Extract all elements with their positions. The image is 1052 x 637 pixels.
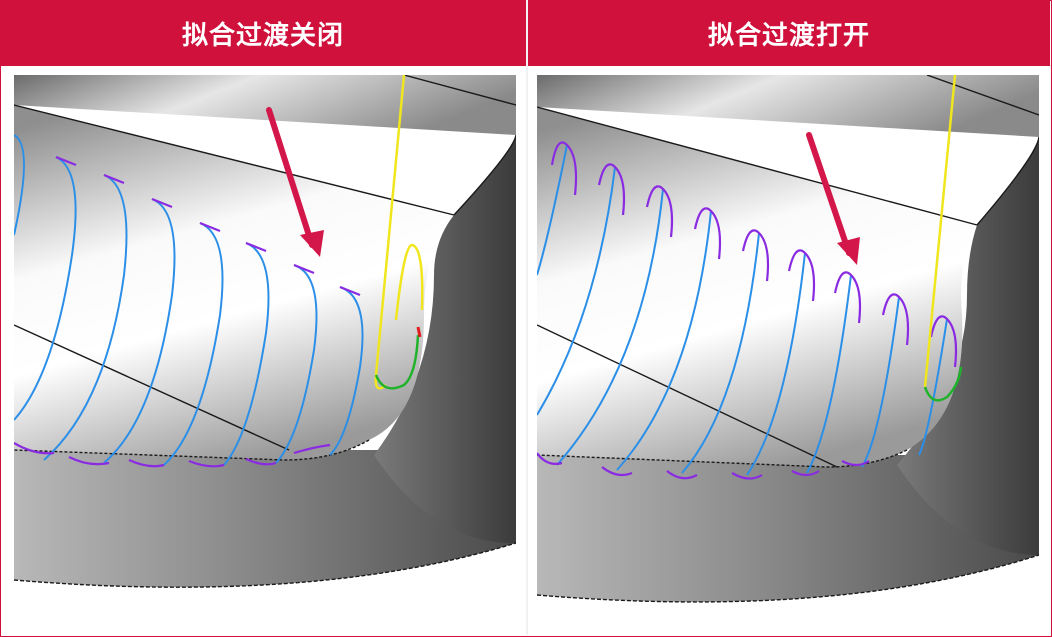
lead-in-segment bbox=[374, 334, 420, 390]
edge-base bbox=[537, 449, 908, 468]
header-fit-on: 拟合过渡打开 bbox=[528, 0, 1050, 66]
edge-upper bbox=[14, 104, 455, 216]
top-face bbox=[537, 75, 1039, 137]
sharp-corner-marker bbox=[416, 326, 422, 338]
indicator-arrow bbox=[266, 107, 324, 257]
header-fit-off: 拟合过渡关闭 bbox=[0, 0, 526, 66]
lead-in-segment bbox=[923, 366, 963, 402]
edge-wall-top bbox=[453, 134, 516, 216]
cad-view-fit-off bbox=[14, 75, 516, 588]
indicator-arrow bbox=[806, 132, 860, 265]
side-wall bbox=[374, 135, 516, 544]
edge-mid bbox=[537, 324, 838, 468]
link-moves-sharp bbox=[14, 155, 361, 468]
edge-wall-top bbox=[976, 136, 1039, 226]
edge-top bbox=[403, 75, 516, 106]
panel-fit-on bbox=[537, 75, 1039, 620]
bottom-face bbox=[537, 455, 1039, 602]
link-moves-fitted bbox=[537, 141, 958, 480]
tool-axis-line bbox=[923, 75, 957, 388]
edge-top bbox=[926, 75, 1039, 116]
tool-axis-loop bbox=[394, 243, 424, 321]
edge-disk bbox=[537, 554, 1039, 603]
fillet-surface bbox=[14, 105, 454, 460]
panel-divider bbox=[526, 0, 528, 635]
panel-fit-off bbox=[14, 75, 516, 620]
cad-view-fit-on bbox=[537, 75, 1039, 603]
toolpath-passes bbox=[537, 144, 948, 476]
title-fit-on: 拟合过渡打开 bbox=[707, 20, 870, 51]
edge-base bbox=[14, 439, 370, 461]
top-face bbox=[14, 75, 516, 135]
toolpath-passes bbox=[14, 134, 364, 466]
fillet-surface bbox=[537, 107, 977, 467]
side-wall bbox=[897, 137, 1039, 555]
edge-upper bbox=[537, 106, 978, 226]
edge-disk bbox=[14, 542, 516, 588]
bottom-face bbox=[14, 450, 516, 588]
title-fit-off: 拟合过渡关闭 bbox=[181, 20, 344, 51]
